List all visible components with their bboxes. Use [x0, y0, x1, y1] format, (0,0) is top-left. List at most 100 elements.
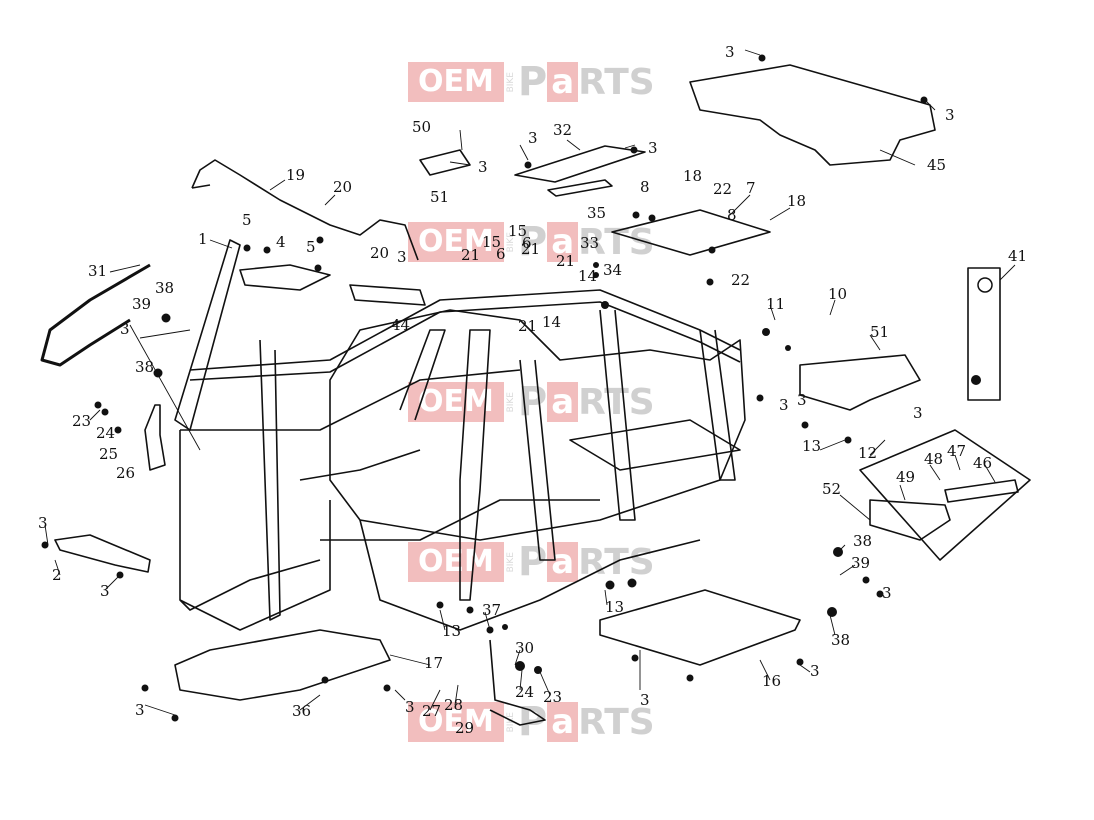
- callout-38: 38: [831, 631, 850, 649]
- bracket-50: [419, 149, 471, 176]
- left-frame: [174, 239, 241, 431]
- bracket-46: [944, 479, 1019, 503]
- callout-27: 27: [422, 702, 441, 720]
- callout-51: 51: [870, 323, 889, 341]
- callout-3: 3: [135, 701, 145, 719]
- bracket-7: [611, 209, 771, 256]
- callout-13: 13: [605, 598, 624, 616]
- watermark-p: P: [517, 539, 548, 585]
- callout-6: 6: [496, 245, 506, 263]
- callout-3: 3: [640, 691, 650, 709]
- inset-41: [967, 267, 1001, 401]
- skid-plate-16: [599, 589, 801, 666]
- watermark-oem: OEM: [408, 62, 504, 102]
- callout-23: 23: [72, 412, 91, 430]
- watermark: OEM BIKE P a RTS: [408, 59, 655, 105]
- watermark-oem: OEM: [408, 702, 504, 742]
- callout-34: 34: [603, 261, 622, 279]
- callout-25: 25: [99, 445, 118, 463]
- watermark-rts: RTS: [578, 701, 655, 743]
- callout-3: 3: [38, 514, 48, 532]
- callout-14: 14: [578, 267, 597, 285]
- callout-22: 22: [731, 271, 750, 289]
- handle-bar-19: [191, 159, 419, 261]
- bracket-4: [239, 264, 331, 291]
- callout-24: 24: [515, 683, 534, 701]
- callout-3: 3: [913, 404, 923, 422]
- callout-38: 38: [853, 532, 872, 550]
- callout-30: 30: [515, 639, 534, 657]
- callout-3: 3: [648, 139, 658, 157]
- callout-3: 3: [810, 662, 820, 680]
- callout-31: 31: [88, 262, 107, 280]
- watermark: OEM BIKE P a RTS: [408, 219, 655, 265]
- callout-24: 24: [96, 424, 115, 442]
- callout-22: 22: [713, 180, 732, 198]
- callout-11: 11: [766, 295, 785, 313]
- callout-15: 15: [482, 233, 501, 251]
- callout-15: 15: [508, 222, 527, 240]
- callout-47: 47: [947, 442, 966, 460]
- callout-2: 2: [52, 566, 62, 584]
- watermark-oem: OEM: [408, 222, 504, 262]
- callout-39: 39: [851, 554, 870, 572]
- callout-18: 18: [683, 167, 702, 185]
- callout-44: 44: [391, 316, 410, 334]
- callout-39: 39: [132, 295, 151, 313]
- bracket-2: [54, 534, 151, 573]
- watermark-rts: RTS: [578, 221, 655, 263]
- watermark: OEM BIKE P a RTS: [408, 379, 655, 425]
- callout-8: 8: [640, 178, 650, 196]
- callout-20: 20: [333, 178, 352, 196]
- callout-16: 16: [762, 672, 781, 690]
- watermark-oem: OEM: [408, 382, 504, 422]
- callout-7: 7: [746, 179, 756, 197]
- callout-51: 51: [430, 188, 449, 206]
- callout-50: 50: [412, 118, 431, 136]
- callout-23: 23: [543, 688, 562, 706]
- cable-31: [40, 263, 151, 367]
- callout-3: 3: [100, 582, 110, 600]
- callout-3: 3: [528, 129, 538, 147]
- callout-21: 21: [521, 240, 540, 258]
- watermark: OEM BIKE P a RTS: [408, 699, 655, 745]
- skid-plate-17: [174, 629, 391, 701]
- callout-48: 48: [924, 450, 943, 468]
- callout-18: 18: [787, 192, 806, 210]
- callout-3: 3: [797, 391, 807, 409]
- floor-plate-45: [689, 64, 936, 166]
- roll-cage: [329, 309, 746, 541]
- bracket-44: [349, 284, 426, 306]
- callout-5: 5: [242, 211, 252, 229]
- callout-3: 3: [405, 698, 415, 716]
- callout-38: 38: [155, 279, 174, 297]
- callout-21: 21: [556, 252, 575, 270]
- callout-3: 3: [779, 396, 789, 414]
- callout-38: 38: [135, 358, 154, 376]
- callout-41: 41: [1008, 247, 1027, 265]
- callout-1: 1: [198, 230, 208, 248]
- watermark-p: P: [517, 219, 548, 265]
- callout-13: 13: [442, 622, 461, 640]
- watermark-a: a: [547, 382, 579, 422]
- callout-33: 33: [580, 234, 599, 252]
- callout-20: 20: [370, 244, 389, 262]
- callout-26: 26: [116, 464, 135, 482]
- pedal-29: [489, 639, 546, 726]
- callout-3: 3: [120, 320, 130, 338]
- callout-17: 17: [424, 654, 443, 672]
- callout-45: 45: [927, 156, 946, 174]
- plate-32: [514, 145, 646, 183]
- lever-26: [144, 404, 166, 471]
- callout-5: 5: [306, 238, 316, 256]
- callout-8: 8: [727, 206, 737, 224]
- callout-28: 28: [444, 696, 463, 714]
- watermark-a: a: [547, 222, 579, 262]
- callout-14: 14: [542, 313, 561, 331]
- callout-3: 3: [945, 106, 955, 124]
- watermark-oem: OEM: [408, 542, 504, 582]
- callout-21: 21: [461, 246, 480, 264]
- callout-35: 35: [587, 204, 606, 222]
